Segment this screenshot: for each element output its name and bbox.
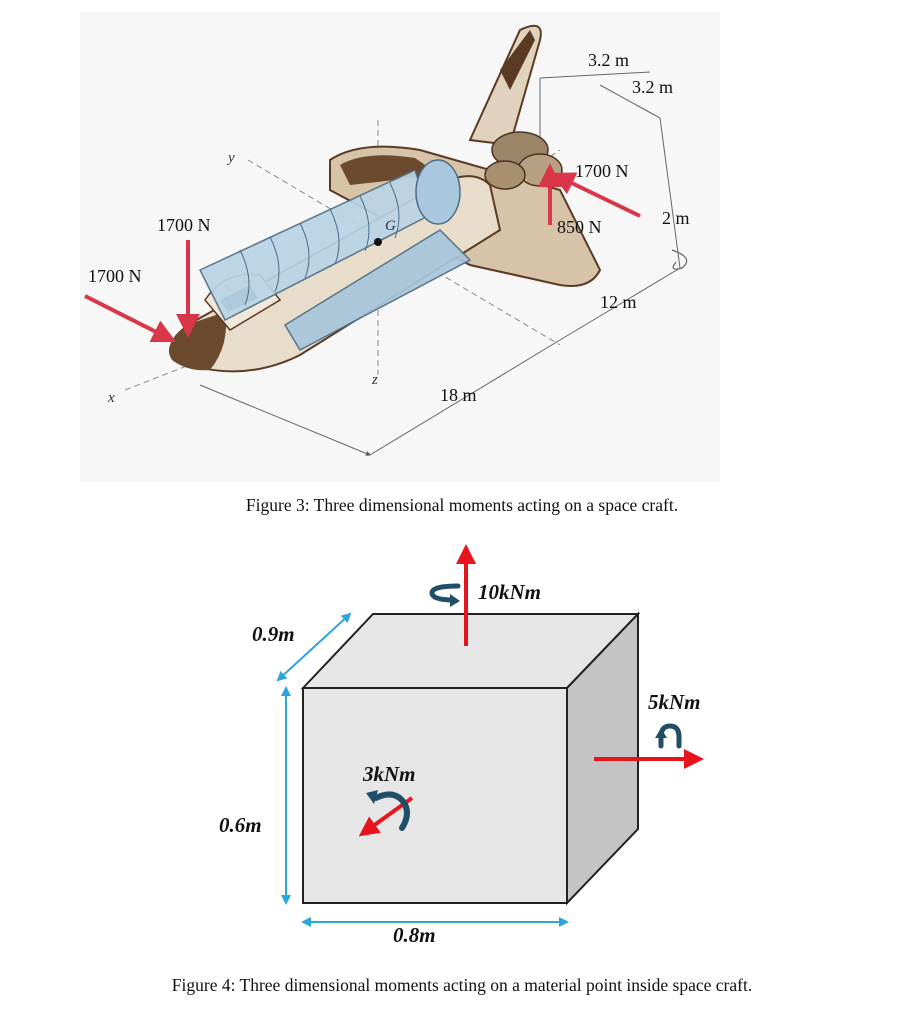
tail-fin-stripe	[500, 30, 535, 90]
dim-18m-line	[199, 384, 371, 456]
engine-moment-curl	[671, 249, 688, 270]
moment-side-label: 5kNm	[648, 690, 701, 714]
dim-e-label: 18 m	[440, 385, 477, 405]
force-engine-arrow	[550, 172, 641, 218]
force-nose-top-label: 1700 N	[157, 215, 211, 235]
figure-3: 1700 N 1700 N 1700 N 850 N 3.2 m 3.2 m 2…	[80, 12, 720, 482]
moment-front-label: 3kNm	[362, 762, 416, 786]
moment-top-label: 10kNm	[478, 580, 541, 604]
nose-cone	[168, 312, 226, 371]
force-nose-left-label: 1700 N	[88, 266, 142, 286]
force-engine-label: 1700 N	[575, 161, 629, 181]
force-nose-left-arrow	[84, 294, 177, 343]
center-label: G	[385, 218, 396, 234]
force-engine-up-label: 850 N	[557, 217, 602, 237]
dimension-lines	[199, 71, 681, 456]
payload-ribs	[239, 182, 400, 306]
dim-12m-line	[559, 267, 681, 341]
figure-3-caption: Figure 3: Three dimensional moments acti…	[246, 495, 678, 515]
dim-32-line	[539, 71, 651, 79]
axis-x-label: x	[107, 390, 115, 406]
curl-arrow-front-icon	[366, 790, 410, 831]
aft-bulkhead	[415, 159, 461, 225]
center-of-gravity-point	[374, 238, 382, 246]
figure-4-caption: Figure 4: Three dimensional moments acti…	[172, 975, 752, 995]
dim-width-label: 0.8m	[393, 923, 436, 947]
figure-4: 10kNm 5kNm 3kNm 0.9m 0.6m 0.8m	[219, 544, 704, 947]
dim-32-line-2	[599, 84, 661, 119]
dim-depth-line	[276, 612, 352, 682]
box-front-face	[302, 687, 568, 904]
dim-18m-line-2	[369, 339, 561, 456]
curl-arrow-side-icon	[655, 723, 682, 749]
dim-d-label: 12 m	[600, 292, 637, 312]
curl-arrow-top-icon	[429, 583, 461, 607]
axis-z-label: z	[371, 372, 378, 388]
dim-b-label: 3.2 m	[632, 77, 673, 97]
dim-c-label: 2 m	[662, 208, 690, 228]
dim-a-label: 3.2 m	[588, 50, 629, 70]
payload-door-right	[283, 229, 472, 351]
dim-height-label: 0.6m	[219, 813, 262, 837]
force-arrows	[84, 163, 641, 343]
dim-depth-label: 0.9m	[252, 622, 295, 646]
axis-y-label: y	[226, 150, 235, 166]
dim-ext-2	[659, 117, 681, 269]
